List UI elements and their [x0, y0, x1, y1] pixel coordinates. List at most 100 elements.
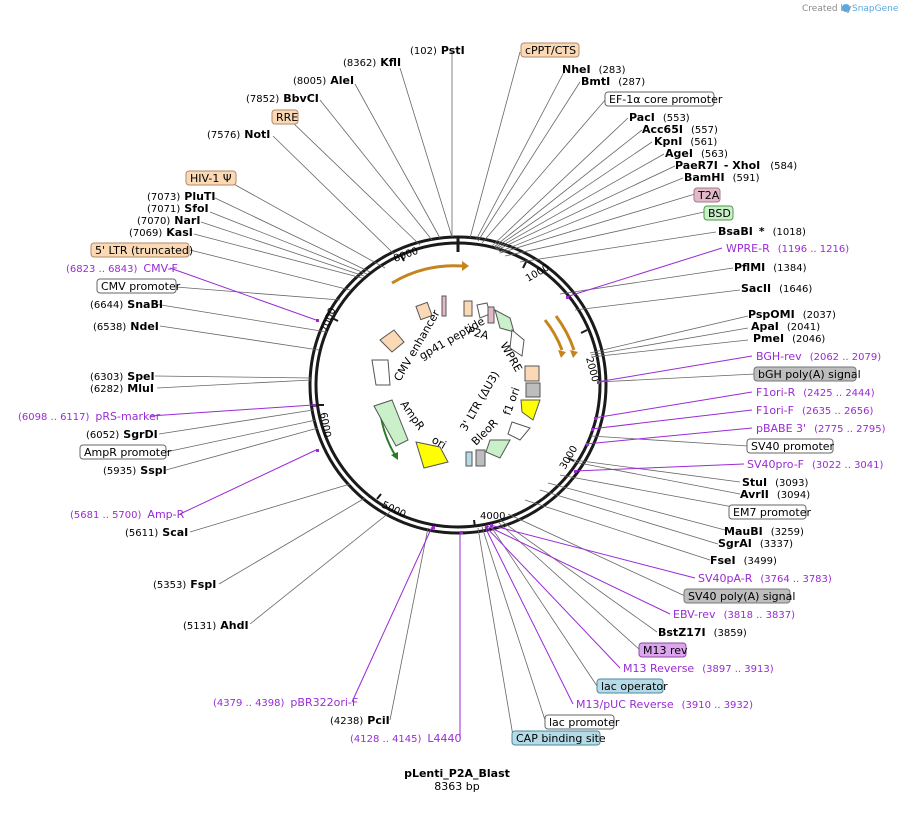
- feature-box-hiv: [185, 170, 237, 186]
- enzyme-label-nhei: NheI(283): [562, 63, 626, 76]
- enzyme-label-bbvci: (7852)BbvCI: [246, 92, 319, 105]
- feature-cppt-block: [463, 300, 473, 317]
- feature-f1ori-block: [520, 399, 541, 421]
- enzyme-label-alei: (8005)AleI: [293, 74, 354, 87]
- feature-bleor-block: [485, 439, 511, 459]
- feature-label-hiv: HIV-1 Ψ: [190, 172, 232, 185]
- enzyme-label-sspi: (5935)SspI: [103, 464, 167, 477]
- feature-t2a-block: [487, 306, 495, 324]
- primer-label-sv40pa-r: SV40pA-R(3764 .. 3783): [698, 572, 832, 585]
- enzyme-label-bstz17i: BstZ17I(3859): [658, 626, 747, 639]
- feature-label-sv40polya: SV40 poly(A) signal: [688, 590, 795, 603]
- enzyme-label-avrii: AvrII(3094): [740, 488, 810, 501]
- enzyme-label-bamhi: BamHI(591): [684, 171, 760, 184]
- feature-label-m13rev: M13 rev: [643, 644, 688, 657]
- orange-arrowhead-right-2: [570, 350, 578, 358]
- feature-gp41-block: [441, 295, 447, 317]
- label-p2a: P2A: [466, 324, 490, 342]
- feature-box-ampprom: [79, 444, 167, 460]
- feature-label-ampprom: AmpR promoter: [84, 446, 172, 459]
- tick-label-6000: 6000: [317, 412, 332, 439]
- feature-box-em7: [728, 504, 807, 520]
- primer-leader-lines: [149, 247, 753, 738]
- primer-label-prs-marker: (6098 .. 6117)pRS-marker: [18, 410, 161, 423]
- feature-box-rre: [271, 109, 299, 125]
- enzyme-label-ndei: (6538)NdeI: [93, 320, 159, 333]
- enzyme-label-kfli: (8362)KflI: [343, 56, 401, 69]
- enzyme-label-pluti: (7073)PluTI: [147, 190, 216, 203]
- enzyme-label-apai: ApaI(2041): [751, 320, 820, 333]
- enzyme-label-noti: (7576)NotI: [207, 128, 270, 141]
- enzyme-label-ahdi: (5131)AhdI: [183, 619, 249, 632]
- primer-label-m13-reverse: M13 Reverse(3897 .. 3913): [623, 662, 774, 675]
- backbone-outer: [308, 235, 608, 535]
- feature-box-sv40polya: [683, 588, 791, 604]
- enzyme-label-snabi: (6644)SnaBI: [90, 298, 163, 311]
- plasmid-size: 8363 bp: [434, 780, 479, 793]
- feature-label-t2a: T2A: [697, 189, 720, 202]
- tick-label-8000: 8000: [392, 246, 420, 265]
- feature-sv40prom-block: [507, 421, 531, 441]
- primer-label-sv40pro-f: SV40pro-F(3022 .. 3041): [747, 458, 884, 471]
- primer-label-f1ori-r: F1ori-R(2425 .. 2444): [756, 386, 875, 399]
- enzyme-label-spei: (6303)SpeI: [90, 370, 155, 383]
- feature-label-bsd: BSD: [708, 207, 731, 220]
- primer-label-m13puc-reverse: M13/pUC Reverse(3910 .. 3932): [576, 698, 753, 711]
- feature-cmvprom-block: [371, 359, 391, 386]
- primer-label-pbabe3: pBABE 3'(2775 .. 2795): [756, 422, 886, 435]
- feature-ltr5-block: [379, 329, 405, 353]
- primer-label-bgh-rev: BGH-rev(2062 .. 2079): [756, 350, 881, 363]
- enzyme-label-maubi: MauBI(3259): [724, 525, 804, 538]
- enzyme-label-scai: (5611)ScaI: [125, 526, 188, 539]
- enzyme-label-pspomi: PspOMI(2037): [748, 308, 836, 321]
- orange-arc-right-2: [554, 315, 576, 351]
- feature-ltr3-block: [524, 365, 540, 382]
- feature-box-cmvprom: [96, 278, 177, 294]
- feature-label-cppt: cPPT/CTS: [525, 44, 576, 57]
- feature-box-ef1a: [604, 91, 715, 107]
- credit-text: Created by: [802, 4, 852, 14]
- enzyme-label-sacii: SacII(1646): [741, 282, 812, 295]
- tick-label-4000: 4000: [480, 511, 505, 522]
- credit-brand: SnapGene: [852, 4, 899, 14]
- orange-arrowhead-top: [462, 261, 469, 271]
- primer-label-l4440: (4128 .. 4145)L4440: [350, 732, 462, 745]
- feature-label-cap: CAP binding site: [516, 732, 606, 745]
- enzyme-label-stui: StuI(3093): [742, 476, 808, 489]
- backbone-inner: [314, 241, 602, 529]
- primer-label-ebv-rev: EBV-rev(3818 .. 3837): [673, 608, 795, 621]
- feature-box-t2a: [693, 187, 721, 203]
- enzyme-label-kpni: KpnI(561): [654, 135, 717, 148]
- enzyme-label-pmei: PmeI(2046): [753, 332, 825, 345]
- feature-box-m13rev: [638, 642, 687, 658]
- feature-bgh-block: [525, 382, 541, 398]
- snapgene-logo-icon: [842, 4, 850, 12]
- primer-label-wpre-r: WPRE-R(1196 .. 1216): [726, 242, 849, 255]
- primer-label-f1ori-f: F1ori-F(2635 .. 2656): [756, 404, 873, 417]
- feature-label-em7: EM7 promoter: [733, 506, 811, 519]
- feature-ampr-block: [373, 399, 409, 447]
- feature-label-lacprom: lac promoter: [549, 716, 620, 729]
- primer-label-pbr322ori-f: (4379 .. 4398)pBR322ori-F: [213, 696, 358, 709]
- feature-box-bsd: [703, 205, 734, 221]
- feature-rre-block: [415, 301, 433, 321]
- enzyme-label-pflmi: PflMI(1384): [734, 261, 807, 274]
- tick-label-3000: 3000: [558, 444, 580, 472]
- feature-box-cppt: [520, 42, 580, 58]
- enzyme-label-fsei: FseI(3499): [710, 554, 777, 567]
- feature-box-bgh: [753, 366, 857, 382]
- plasmid-name: pLenti_P2A_Blast: [404, 767, 510, 780]
- orange-arc-top: [391, 264, 463, 285]
- feature-bsd-block: [494, 309, 515, 333]
- enzyme-label-pcii: (4238)PciI: [330, 714, 390, 727]
- enzyme-label-bsabi: BsaBI*(1018): [718, 225, 806, 238]
- enzyme-label-sgrai: SgrAI(3337): [718, 537, 793, 550]
- feature-label-ltr5: 5' LTR (truncated): [95, 244, 193, 257]
- feature-label-rre: RRE: [276, 111, 298, 124]
- feature-label-bgh: bGH poly(A) signal: [758, 368, 861, 381]
- enzyme-label-agei: AgeI(563): [665, 147, 728, 160]
- enzyme-label-kasi: (7069)KasI: [129, 226, 193, 239]
- feature-wpre-block: [509, 329, 525, 357]
- feature-box-cap: [511, 730, 601, 746]
- orange-arrowhead-right-1: [558, 350, 566, 358]
